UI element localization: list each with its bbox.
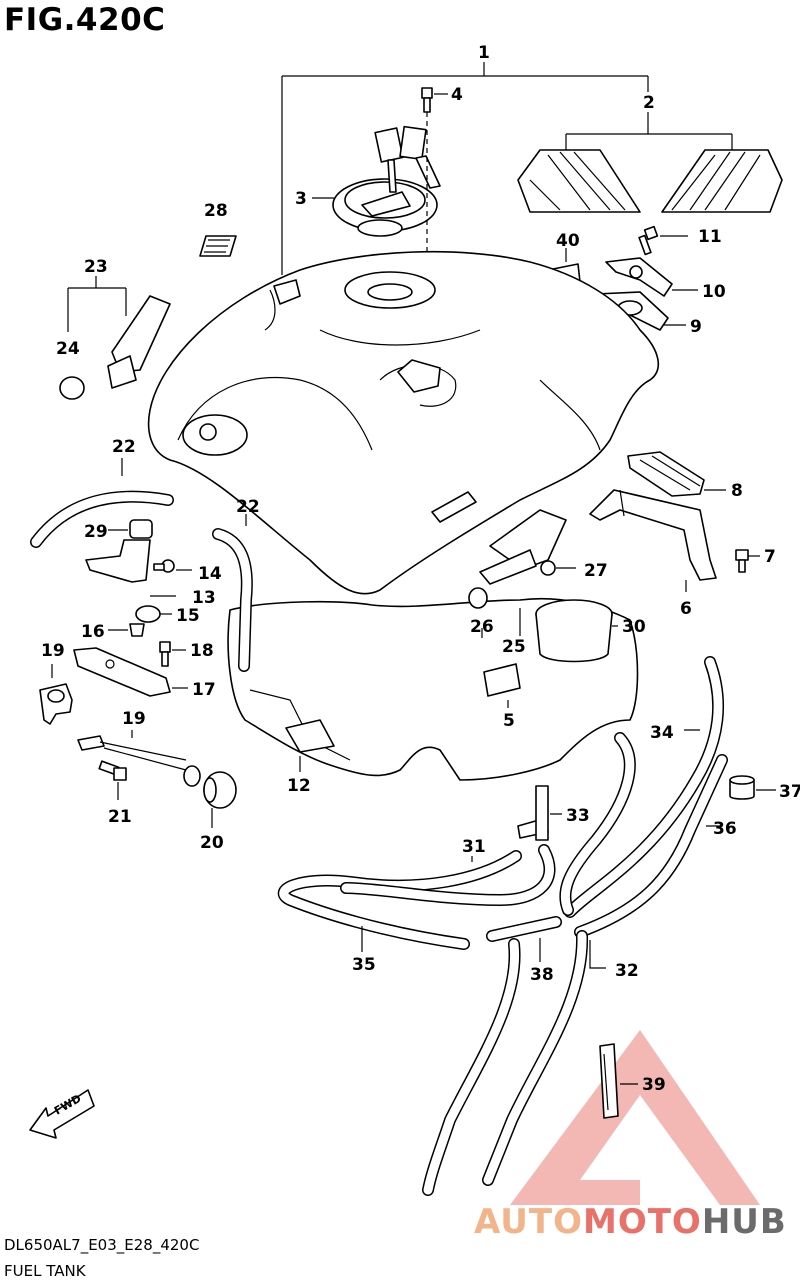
callout-18: 18	[190, 641, 214, 661]
figure-caption: FUEL TANK	[4, 1262, 86, 1280]
bracket-6	[589, 489, 717, 592]
callout-10: 10	[702, 282, 726, 302]
callout-11: 11	[698, 227, 722, 247]
callout-36: 36	[713, 819, 737, 839]
callout-9: 9	[690, 317, 702, 337]
cushion-37	[729, 775, 776, 800]
callout-2: 2	[643, 93, 655, 113]
fuel-tank-body	[147, 250, 659, 595]
callout-19a: 19	[41, 641, 65, 661]
callout-13: 13	[192, 588, 216, 608]
callout-38: 38	[530, 965, 554, 985]
hose-22-right	[212, 514, 253, 672]
callout-4: 4	[451, 85, 463, 105]
watermark-hub: HUB	[701, 1202, 787, 1242]
grommet-20	[203, 771, 237, 828]
bracket-25-26	[468, 509, 567, 638]
fwd-arrow-icon: FWD	[29, 1089, 95, 1139]
callout-26: 26	[470, 617, 494, 637]
cushion-29	[108, 519, 153, 539]
watermark-moto: MOTO	[582, 1202, 702, 1242]
grommet-15	[135, 605, 172, 623]
bolt-21	[98, 760, 127, 800]
watermark-brand: AUTOMOTOHUB	[474, 1202, 787, 1242]
hoses-assembly	[277, 656, 728, 1196]
hose-22-left	[30, 458, 174, 548]
tank-undertray-12	[227, 597, 639, 781]
bolt-4	[421, 87, 448, 113]
pad-5	[483, 663, 521, 708]
callout-33: 33	[566, 806, 590, 826]
nut-27	[540, 560, 576, 576]
cushion-8	[627, 451, 726, 497]
callout-3: 3	[295, 189, 307, 209]
callout-labels: 1 2 3 4 5 6 7 8 9 10 11 12 13 14 15 16 1…	[41, 43, 800, 1095]
callout-35: 35	[352, 955, 376, 975]
callout-20: 20	[200, 833, 224, 853]
callout-16: 16	[81, 622, 105, 642]
callout-24: 24	[56, 339, 80, 359]
clip-19-left	[39, 664, 73, 725]
callout-8: 8	[731, 481, 743, 501]
clamp-39	[599, 1043, 638, 1119]
callout-32: 32	[615, 961, 639, 981]
figure-title: FIG.420C	[4, 2, 166, 38]
callout-6: 6	[680, 599, 692, 619]
callout-1: 1	[478, 43, 490, 63]
callout-14: 14	[198, 564, 222, 584]
callout-30: 30	[622, 617, 646, 637]
callout-5: 5	[503, 711, 515, 731]
watermark-auto: AUTO	[474, 1202, 583, 1242]
callout-25: 25	[502, 637, 526, 657]
collar-16	[108, 623, 145, 637]
callout-39: 39	[642, 1075, 666, 1095]
bolt-18	[159, 641, 186, 667]
knee-pads	[517, 149, 783, 213]
bolt-11	[638, 225, 688, 256]
callout-bracket-1	[281, 62, 649, 275]
callout-21: 21	[108, 807, 132, 827]
bracket-23-24	[59, 276, 171, 400]
callout-37: 37	[779, 782, 800, 802]
bracket-10	[605, 257, 698, 297]
caution-label-28	[199, 235, 237, 257]
bracket-13	[85, 539, 176, 597]
bolt-7	[735, 549, 760, 573]
callout-27: 27	[584, 561, 608, 581]
callout-34: 34	[650, 723, 674, 743]
fuel-cap-assembly	[312, 112, 441, 290]
rod-19	[77, 730, 201, 787]
callout-28: 28	[204, 201, 228, 221]
model-code: DL650AL7_E03_E28_420C	[4, 1236, 200, 1254]
callout-19b: 19	[122, 709, 146, 729]
callout-7: 7	[764, 547, 776, 567]
callout-17: 17	[192, 680, 216, 700]
callout-29: 29	[84, 522, 108, 542]
watermark-logo	[510, 1030, 760, 1205]
callout-bracket-2	[565, 112, 733, 150]
callout-23: 23	[84, 257, 108, 277]
callout-22b: 22	[236, 497, 260, 517]
callout-15: 15	[176, 606, 200, 626]
callout-40: 40	[556, 231, 580, 251]
callout-31: 31	[462, 837, 486, 857]
callout-22a: 22	[112, 437, 136, 457]
bolt-14	[153, 559, 192, 573]
callout-12: 12	[287, 776, 311, 796]
bracket-17	[73, 647, 188, 697]
cup-30	[535, 599, 618, 663]
